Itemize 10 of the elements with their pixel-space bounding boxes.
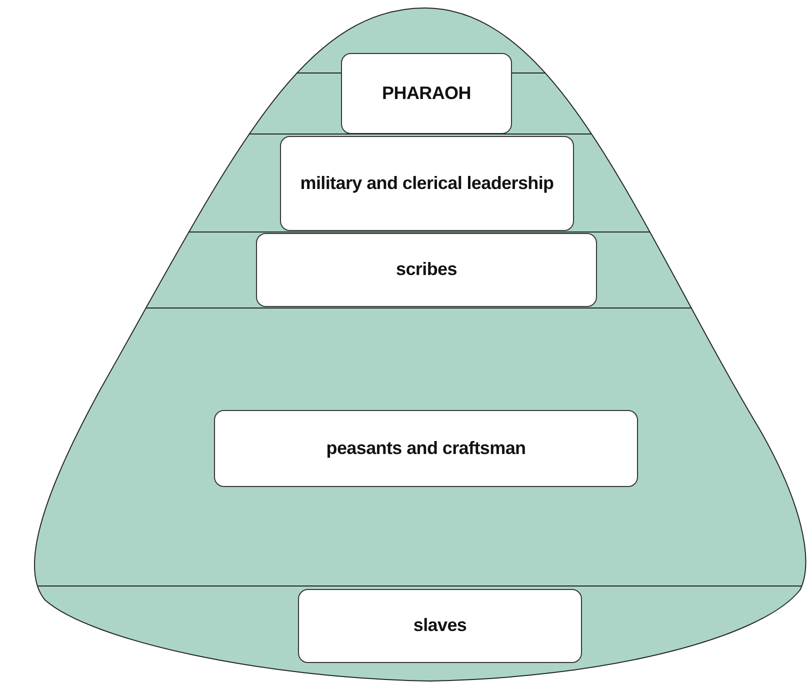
tier-box	[280, 136, 574, 231]
tier-label: peasants and craftsman	[326, 436, 526, 460]
tier-box	[341, 53, 512, 134]
tier-label: slaves	[413, 614, 467, 638]
tier-box	[256, 233, 597, 307]
tier-label: PHARAOH	[382, 82, 471, 105]
tier-label: military and clerical leadership	[300, 172, 554, 195]
tier-box	[214, 410, 638, 487]
tier-box	[298, 589, 582, 663]
tier-label: scribes	[396, 258, 457, 282]
